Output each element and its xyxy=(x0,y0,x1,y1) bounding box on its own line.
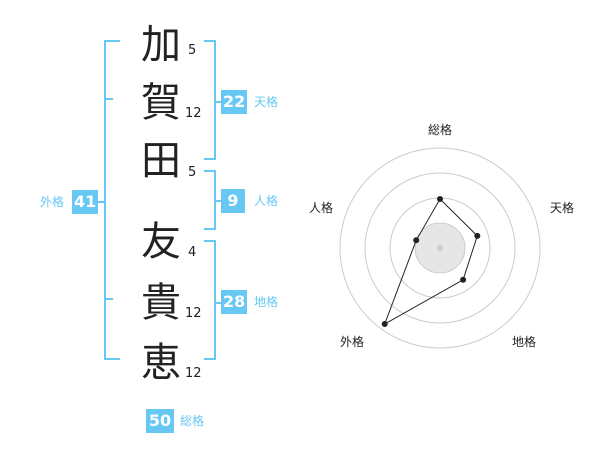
stroke-count-4: 4 xyxy=(188,245,197,260)
chikaku-badge: 28 xyxy=(221,290,247,314)
stroke-count-2: 12 xyxy=(185,106,202,121)
soukaku-label: 総格 xyxy=(180,414,205,428)
radar-point-1 xyxy=(437,196,443,202)
tenkaku-bracket-top xyxy=(204,40,216,42)
name-char-5: 貴 xyxy=(141,280,181,326)
radar-ring-4 xyxy=(339,147,541,349)
radar-ring-2 xyxy=(389,197,491,299)
gaikaku-bracket-tick-1 xyxy=(104,98,113,100)
jinkaku-label: 人格 xyxy=(254,194,279,208)
radar-point-5 xyxy=(413,237,420,244)
tenkaku-bracket-bottom xyxy=(204,158,216,160)
stroke-count-6: 12 xyxy=(185,366,202,381)
gaikaku-badge: 41 xyxy=(72,190,98,214)
radar-point-2 xyxy=(474,232,481,239)
radar-label-soukaku: 総格 xyxy=(428,123,453,137)
gaikaku-bracket-bottom xyxy=(104,358,120,360)
name-char-2: 賀 xyxy=(141,80,181,126)
soukaku-badge: 50 xyxy=(146,409,174,433)
jinkaku-bracket-bottom xyxy=(204,228,216,230)
tenkaku-bracket-vertical xyxy=(214,40,216,160)
chikaku-bracket-connector xyxy=(214,302,222,304)
jinkaku-bracket-top xyxy=(204,170,216,172)
jinkaku-bracket-connector xyxy=(214,200,222,202)
radar-label-jinkaku: 人格 xyxy=(309,201,334,215)
radar-center-point xyxy=(437,245,443,251)
tenkaku-bracket-connector xyxy=(214,101,222,103)
name-char-3: 田 xyxy=(141,138,181,184)
radar-label-chikaku: 地格 xyxy=(512,335,537,349)
stroke-count-5: 12 xyxy=(185,306,202,321)
chikaku-bracket-vertical xyxy=(214,240,216,360)
gaikaku-bracket-top xyxy=(104,40,120,42)
radar-point-4 xyxy=(381,321,388,327)
radar-label-tenkaku: 天格 xyxy=(550,201,575,215)
gaikaku-bracket-tick-2 xyxy=(104,298,113,300)
name-char-1: 加 xyxy=(141,22,181,68)
chikaku-bracket-top xyxy=(204,240,216,242)
radar-point-3 xyxy=(460,276,467,283)
stroke-count-1: 5 xyxy=(188,43,197,58)
radar-ring-1 xyxy=(414,222,466,274)
name-char-4: 友 xyxy=(141,219,181,265)
chikaku-bracket-bottom xyxy=(204,358,216,360)
radar-ring-3 xyxy=(364,172,516,324)
gaikaku-bracket-vertical xyxy=(104,40,106,360)
tenkaku-label: 天格 xyxy=(254,95,279,109)
radar-label-gaikaku: 外格 xyxy=(340,335,365,349)
tenkaku-badge: 22 xyxy=(221,90,247,114)
jinkaku-badge: 9 xyxy=(221,189,245,213)
chikaku-label: 地格 xyxy=(254,295,279,309)
radar-inner-disc xyxy=(415,223,465,273)
stroke-count-3: 5 xyxy=(188,165,197,180)
gaikaku-label: 外格 xyxy=(40,195,65,209)
name-char-6: 恵 xyxy=(141,340,181,386)
gaikaku-bracket-connector xyxy=(97,201,106,203)
radar-polygon xyxy=(383,198,478,326)
